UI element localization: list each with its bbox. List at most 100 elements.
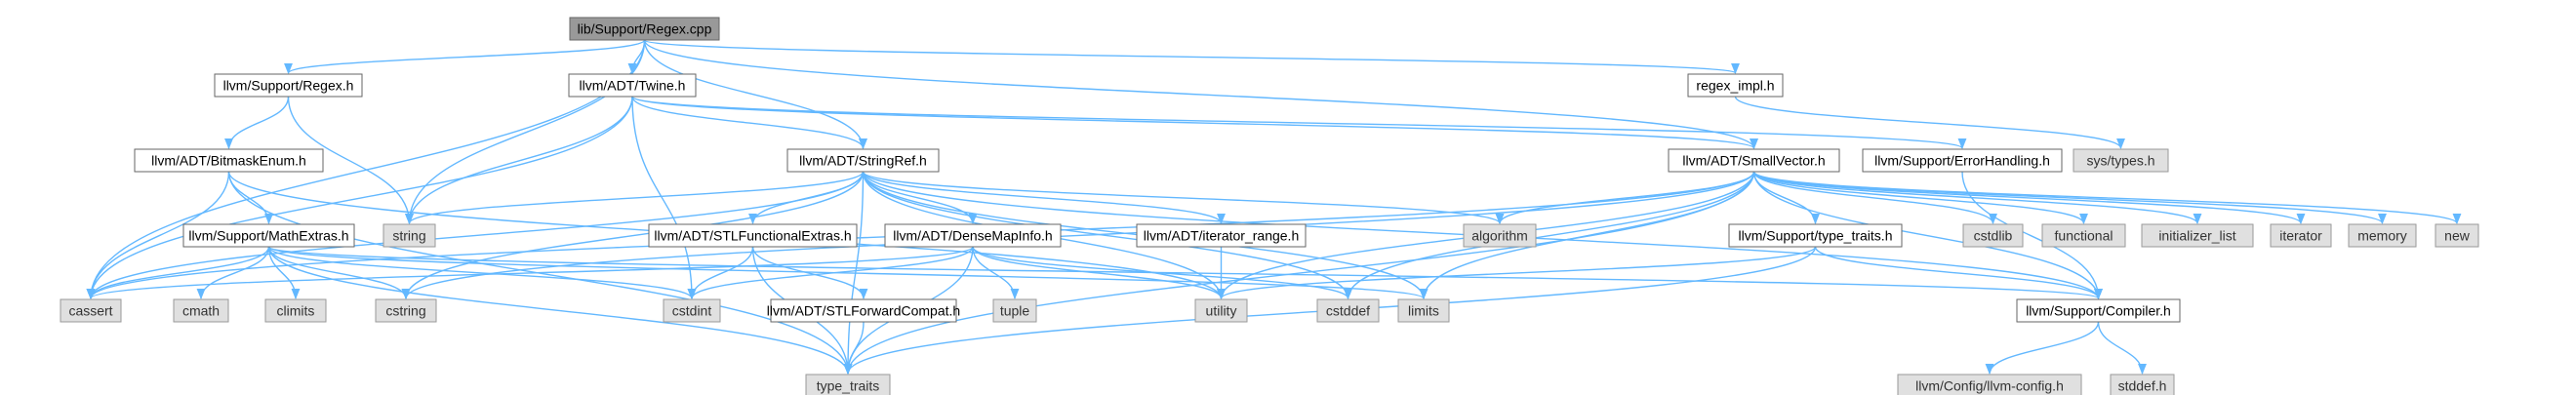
node-box xyxy=(2041,223,2126,248)
node-label: llvm/ADT/DenseMapInfo.h xyxy=(893,228,1052,244)
node-cassert: cassert xyxy=(60,298,122,323)
node-regex-impl-h[interactable]: regex_impl.h xyxy=(1687,73,1784,98)
node-twine-h[interactable]: llvm/ADT/Twine.h xyxy=(568,73,697,98)
file-nodes: lib/Support/Regex.cpp llvm/Support/Regex.… xyxy=(60,17,2479,395)
edge-compiler_h-to-llvmconfig_h xyxy=(1985,321,2100,375)
edge-regex_h-to-string xyxy=(287,96,414,225)
edge-stlforward_h-to-type_traits xyxy=(843,321,865,375)
node-densemapinfo-h[interactable]: llvm/ADT/DenseMapInfo.h xyxy=(884,223,1062,248)
edge-bitmask_h-to-cassert xyxy=(86,171,230,300)
node-label: llvm/Config/llvm-config.h xyxy=(1915,378,2064,394)
node-label: memory xyxy=(2357,228,2407,244)
node-new: new xyxy=(2435,223,2479,248)
edge-regex_cpp-to-regex_impl_h xyxy=(643,39,1740,75)
node-label: functional xyxy=(2055,228,2113,244)
node-iterrange-h[interactable]: llvm/ADT/iterator_range.h xyxy=(1136,223,1307,248)
node-box xyxy=(786,148,940,173)
node-box xyxy=(2435,223,2479,248)
node-errorhandling-h[interactable]: llvm/Support/ErrorHandling.h xyxy=(1862,148,2063,173)
edge-mathextras_h-to-cassert xyxy=(86,246,270,300)
node-stlforward-h[interactable]: llvm/ADT/STLForwardCompat.h xyxy=(767,298,960,323)
node-cstring: cstring xyxy=(375,298,437,323)
node-label: cassert xyxy=(68,303,112,319)
node-algorithm: algorithm xyxy=(1463,223,1537,248)
node-label: cstdint xyxy=(672,303,712,319)
node-smallvector-h[interactable]: llvm/ADT/SmallVector.h xyxy=(1668,148,1840,173)
edge-twine_h-to-cassert xyxy=(86,96,633,300)
node-box xyxy=(770,298,957,323)
edge-twine_h-to-errorhandling_h xyxy=(631,96,1966,150)
edge-errorhandling_h-to-compiler_h xyxy=(1961,171,2103,300)
node-box xyxy=(134,148,324,173)
node-label: llvm/Support/MathExtras.h xyxy=(188,228,348,244)
node-label: llvm/ADT/Twine.h xyxy=(580,78,686,94)
node-label: llvm/ADT/SmallVector.h xyxy=(1682,153,1825,169)
node-systypes: sys/types.h xyxy=(2073,148,2169,173)
node-box xyxy=(992,298,1037,323)
node-iterator: iterator xyxy=(2270,223,2332,248)
edge-smallvector_h-to-cstdlib xyxy=(1752,171,1997,225)
node-string: string xyxy=(382,223,436,248)
node-box xyxy=(2073,148,2169,173)
node-compiler-h[interactable]: llvm/Support/Compiler.h xyxy=(2016,298,2181,323)
edge-smallvector_h-to-initializer_list xyxy=(1752,171,2202,225)
node-bitmask-h[interactable]: llvm/ADT/BitmaskEnum.h xyxy=(134,148,324,173)
node-box xyxy=(382,223,436,248)
node-stlfunc-h[interactable]: llvm/ADT/STLFunctionalExtras.h xyxy=(648,223,858,248)
node-type-traits: type_traits xyxy=(805,374,891,395)
edge-mathextras_h-to-cstring xyxy=(267,246,411,300)
node-box xyxy=(1862,148,2063,173)
node-cstdlib: cstdlib xyxy=(1962,223,2024,248)
edge-smallvector_h-to-typetraits_h xyxy=(1752,171,1820,225)
node-climits: climits xyxy=(264,298,327,323)
node-label: cstring xyxy=(385,303,425,319)
node-typetraits-h[interactable]: llvm/Support/type_traits.h xyxy=(1728,223,1903,248)
node-box xyxy=(805,374,891,395)
node-stringref-h[interactable]: llvm/ADT/StringRef.h xyxy=(786,148,940,173)
edge-mathextras_h-to-compiler_h xyxy=(267,246,2103,300)
node-label: regex_impl.h xyxy=(1696,78,1774,94)
node-box xyxy=(1194,298,1248,323)
node-box xyxy=(1463,223,1537,248)
node-mathextras-h[interactable]: llvm/Support/MathExtras.h xyxy=(182,223,355,248)
edge-smallvector_h-to-algorithm xyxy=(1495,171,1755,225)
node-box xyxy=(60,298,122,323)
node-box xyxy=(1687,73,1784,98)
node-box xyxy=(663,298,721,323)
node-box xyxy=(214,73,363,98)
edge-regex_cpp-to-smallvector_h xyxy=(643,39,1758,150)
node-label: cstdlib xyxy=(1974,228,2013,244)
edge-smallvector_h-to-type_traits xyxy=(843,171,1755,375)
node-box xyxy=(1668,148,1840,173)
edge-mathextras_h-to-climits xyxy=(267,246,301,300)
node-label: tuple xyxy=(1000,303,1030,319)
node-box xyxy=(2348,223,2417,248)
node-regex-cpp[interactable]: lib/Support/Regex.cpp xyxy=(569,17,720,41)
edge-twine_h-to-string xyxy=(405,96,633,225)
edge-typetraits_h-to-compiler_h xyxy=(1814,246,2103,300)
node-regex-h[interactable]: llvm/Support/Regex.h xyxy=(214,73,363,98)
edge-smallvector_h-to-functional xyxy=(1752,171,2088,225)
node-label: new xyxy=(2444,228,2471,244)
node-box xyxy=(1316,298,1380,323)
node-label: cmath xyxy=(182,303,220,319)
edge-compiler_h-to-stddef_h xyxy=(2097,321,2147,375)
node-box xyxy=(2110,374,2175,395)
edge-typetraits_h-to-utility xyxy=(1217,246,1817,300)
edge-mathextras_h-to-type_traits xyxy=(267,246,853,375)
edge-regex_impl_h-to-systypes xyxy=(1734,96,2125,150)
node-label: sys/types.h xyxy=(2086,153,2154,169)
edge-stlfunc_h-to-stlforward_h xyxy=(751,246,868,300)
node-label: string xyxy=(392,228,425,244)
node-label: llvm/ADT/STLFunctionalExtras.h xyxy=(654,228,851,244)
node-memory: memory xyxy=(2348,223,2417,248)
node-box xyxy=(2141,223,2254,248)
edge-regex_cpp-to-regex_h xyxy=(284,39,646,75)
node-llvmconfig-h: llvm/Config/llvm-config.h xyxy=(1897,374,2082,395)
edge-stringref_h-to-densemapinfo_h xyxy=(862,171,978,225)
edge-densemapinfo_h-to-cstdint xyxy=(687,246,974,300)
node-box xyxy=(1897,374,2082,395)
node-label: llvm/Support/Compiler.h xyxy=(2026,303,2171,319)
node-label: llvm/ADT/BitmaskEnum.h xyxy=(151,153,306,169)
